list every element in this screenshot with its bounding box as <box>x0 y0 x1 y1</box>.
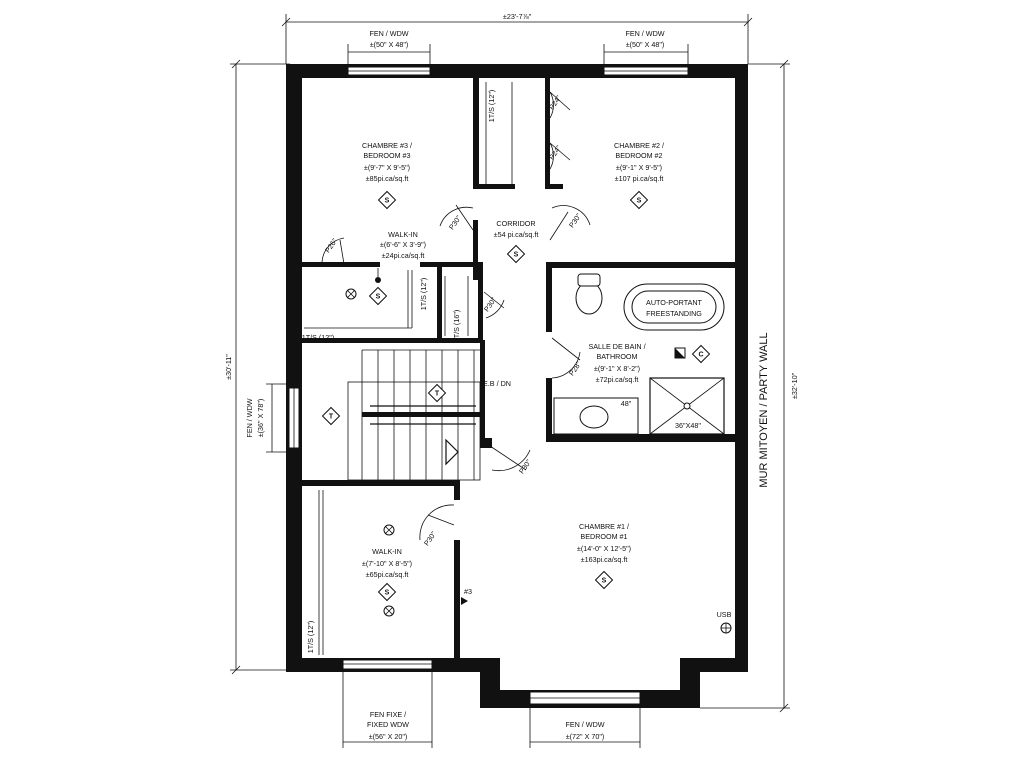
co-detector-letter: C <box>698 352 703 359</box>
walkin-top-name: WALK-IN <box>388 230 418 239</box>
smoke-detector-icon: S <box>368 286 388 306</box>
light-fixture-icon <box>383 524 395 536</box>
bathroom-dims: ±(9'-1" X 8'-2") <box>594 364 640 373</box>
window-top-left-label-1: FEN / WDW <box>369 29 408 38</box>
bedroom1-en: BEDROOM #1 <box>580 532 627 541</box>
shelf-label-walkin-lower: 1T/S (12") <box>306 621 315 654</box>
corridor-area: ±54 pi.ca/sq.ft <box>494 230 539 239</box>
shower-size-label: 36"X48" <box>675 421 701 430</box>
thermostat-letter: T <box>435 391 440 398</box>
window-labels: FEN / WDW ±(50" X 48") FEN / WDW ±(50" X… <box>245 29 665 741</box>
walkin-bottom-dims: ±(7'-10" X 8'-5") <box>362 559 412 568</box>
room-labels: CHAMBRE #3 / BEDROOM #3 ±(9'-7" X 9'-5")… <box>362 141 664 579</box>
bedroom2-area: ±107 pi.ca/sq.ft <box>615 174 664 183</box>
shelf-label-top: 1T/S (12") <box>487 90 496 123</box>
door-label-30e: P30" <box>422 529 438 547</box>
walkin-top-area: ±24pi.ca/sq.ft <box>382 251 425 260</box>
bedroom3-en: BEDROOM #3 <box>363 151 410 160</box>
bedroom3-fr: CHAMBRE #3 / <box>362 141 412 150</box>
bathroom-en: BATHROOM <box>597 352 638 361</box>
co-detector-icon: C <box>691 344 711 364</box>
shower-icon <box>649 377 725 435</box>
party-wall-label: MUR MITOYEN / PARTY WALL <box>758 332 770 487</box>
window-bottom-center-label-2: ±(72" X 70") <box>566 732 605 741</box>
smoke-detector-icon: S <box>506 244 526 264</box>
smoke-detector-letter: S <box>385 198 390 205</box>
light-fixture-icon <box>383 605 395 617</box>
usb-label: USB <box>717 610 732 619</box>
interior-walls <box>300 78 738 660</box>
corridor-name: CORRIDOR <box>496 219 535 228</box>
window-bottom-left-label-2: FIXED WDW <box>367 720 409 729</box>
exterior-walls <box>286 64 748 708</box>
smoke-detector-letter: S <box>385 590 390 597</box>
exhaust-fan-icon <box>674 347 686 359</box>
window-left-label-1: FEN / WDW <box>245 398 254 437</box>
tub-label-1: AUTO-PORTANT <box>646 298 703 307</box>
overall-depth-label: ±30'-11" <box>224 354 233 380</box>
window-left-label-2: ±(36" X 78") <box>256 399 265 438</box>
door-label-28: P28" <box>567 359 583 377</box>
door-label-30a: P30" <box>447 213 463 231</box>
walkin-bottom-area: ±65pi.ca/sq.ft <box>366 570 409 579</box>
thermostat-icon: T <box>321 406 341 426</box>
tub-label-2: FREESTANDING <box>646 309 702 318</box>
door-label-26: P26" <box>323 236 339 254</box>
window-bottom-left-label-1: FEN FIXE / <box>370 710 406 719</box>
switch-icon <box>375 268 381 283</box>
bedroom1-area: ±163pi.ca/sq.ft <box>581 555 628 564</box>
bedroom2-en: BEDROOM #2 <box>615 151 662 160</box>
smoke-detector-letter: S <box>376 294 381 301</box>
overall-width-label: ±23'-7⅞" <box>503 12 532 21</box>
bedroom3-area: ±85pi.ca/sq.ft <box>366 174 409 183</box>
bathroom-fixtures: AUTO-PORTANT FREESTANDING 48" 36"X48" <box>553 273 725 435</box>
phone-jack-icon <box>461 597 468 605</box>
bedroom2-dims: ±(9'-1" X 9'-5") <box>616 163 662 172</box>
smoke-detector-icon: S <box>629 190 649 210</box>
smoke-detector-icon: S <box>377 190 397 210</box>
window-top-left-label-2: ±(50" X 48") <box>370 40 409 49</box>
thermostat-letter: T <box>329 414 334 421</box>
smoke-detector-icon: S <box>594 570 614 590</box>
bathroom-fr: SALLE DE BAIN / <box>588 342 645 351</box>
staircase: E.B / DN <box>347 349 511 481</box>
door-label-30d: P30" <box>517 457 533 475</box>
smoke-detector-icon: S <box>377 582 397 602</box>
shelf-label-walkin: 1T/S (12") <box>419 278 428 311</box>
phone-jack-label: #3 <box>464 587 472 596</box>
smoke-detector-letter: S <box>602 578 607 585</box>
window-bottom-left-label-3: ±(56" X 20") <box>369 732 408 741</box>
symbols: S S S S S S C T <box>321 190 732 634</box>
smoke-detector-letter: S <box>637 198 642 205</box>
closets: 1T/S (12") 1T/S (12") 1T/S (12") 4T/S (1… <box>302 82 513 655</box>
bedroom3-dims: ±(9'-7" X 9'-5") <box>364 163 410 172</box>
stair-direction-label: E.B / DN <box>483 379 511 388</box>
door-label-30c: P30" <box>482 295 498 313</box>
smoke-detector-letter: S <box>514 252 519 259</box>
bedroom1-dims: ±(14'-0" X 12'-5") <box>577 544 631 553</box>
toilet-icon <box>575 281 603 315</box>
shelf-label-linen: 4T/S (16") <box>452 310 461 343</box>
thermostat-icon: T <box>427 383 447 403</box>
bedroom2-fr: CHAMBRE #2 / <box>614 141 664 150</box>
window-top-right-label-2: ±(50" X 48") <box>626 40 665 49</box>
bedroom1-fr: CHAMBRE #1 / <box>579 522 629 531</box>
bathroom-area: ±72pi.ca/sq.ft <box>596 375 639 384</box>
shelf-label-walkin-bottom: 1T/S (12") <box>302 333 335 342</box>
window-top-right-label-1: FEN / WDW <box>625 29 664 38</box>
door-label-30b: P30" <box>567 211 583 229</box>
windows <box>288 66 689 705</box>
light-fixture-icon <box>345 288 357 300</box>
usb-outlet-icon <box>720 622 732 634</box>
vanity-width-label: 48" <box>621 399 632 408</box>
walkin-top-dims: ±(6'-6" X 3'-9") <box>380 240 426 249</box>
dimension-lines: ±23'-7⅞" ±30'-11" ±32'-10" <box>224 12 799 748</box>
right-depth-label: ±32'-10" <box>790 372 799 399</box>
window-bottom-center-label-1: FEN / WDW <box>565 720 604 729</box>
walkin-bottom-name: WALK-IN <box>372 547 402 556</box>
